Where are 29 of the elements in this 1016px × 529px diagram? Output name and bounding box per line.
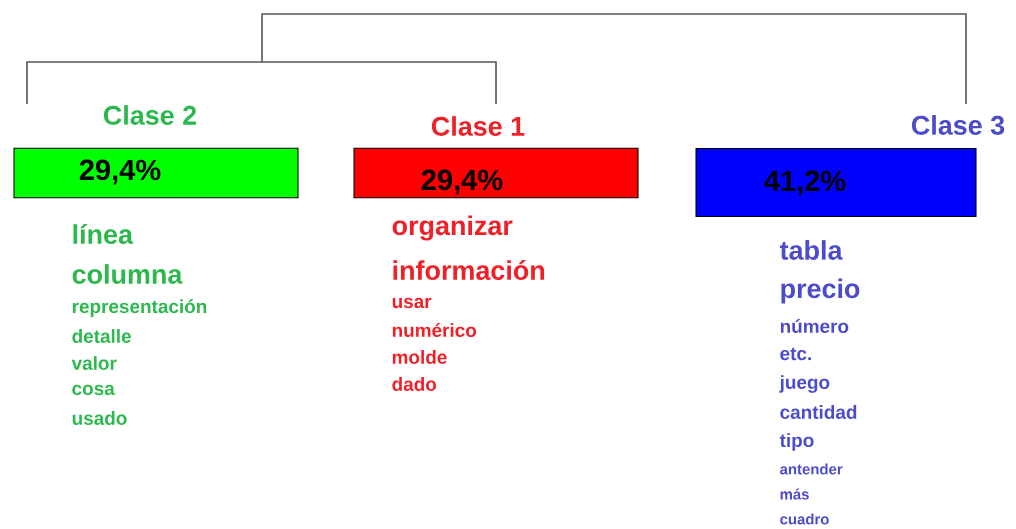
word-label: cosa xyxy=(72,384,115,396)
word-label: usar xyxy=(392,297,432,309)
word-label: número xyxy=(780,318,849,334)
class-bar: 29,4% xyxy=(353,147,639,199)
word-label: juego xyxy=(779,375,830,393)
word-label: representación xyxy=(72,299,207,317)
word-label: cantidad xyxy=(780,405,857,419)
word-label: columna xyxy=(72,264,183,284)
word-label: detalle xyxy=(72,329,131,343)
word-label: tipo xyxy=(779,433,814,451)
word-label: tabla xyxy=(779,240,843,260)
word-label: molde xyxy=(392,350,447,364)
word-label: cuadro xyxy=(780,513,829,525)
class-bar: 41,2% xyxy=(695,147,977,218)
word-label: más xyxy=(780,488,809,500)
class-bar: 29,4% xyxy=(13,147,299,199)
word-label: usado xyxy=(72,411,127,425)
word-label: valor xyxy=(71,356,117,370)
word-label: información xyxy=(393,260,545,280)
word-label: etc. xyxy=(780,347,811,361)
word-label: numérico xyxy=(392,322,477,338)
word-label: dado xyxy=(392,377,437,391)
word-label: precio xyxy=(781,278,860,304)
word-label: línea xyxy=(73,224,134,244)
class-heading: Clase 2 xyxy=(103,105,197,125)
word-label: organizar xyxy=(392,215,513,241)
word-label: antender xyxy=(780,463,843,475)
class-heading: Clase 1 xyxy=(431,116,525,136)
class-heading: Clase 3 xyxy=(911,115,1005,135)
